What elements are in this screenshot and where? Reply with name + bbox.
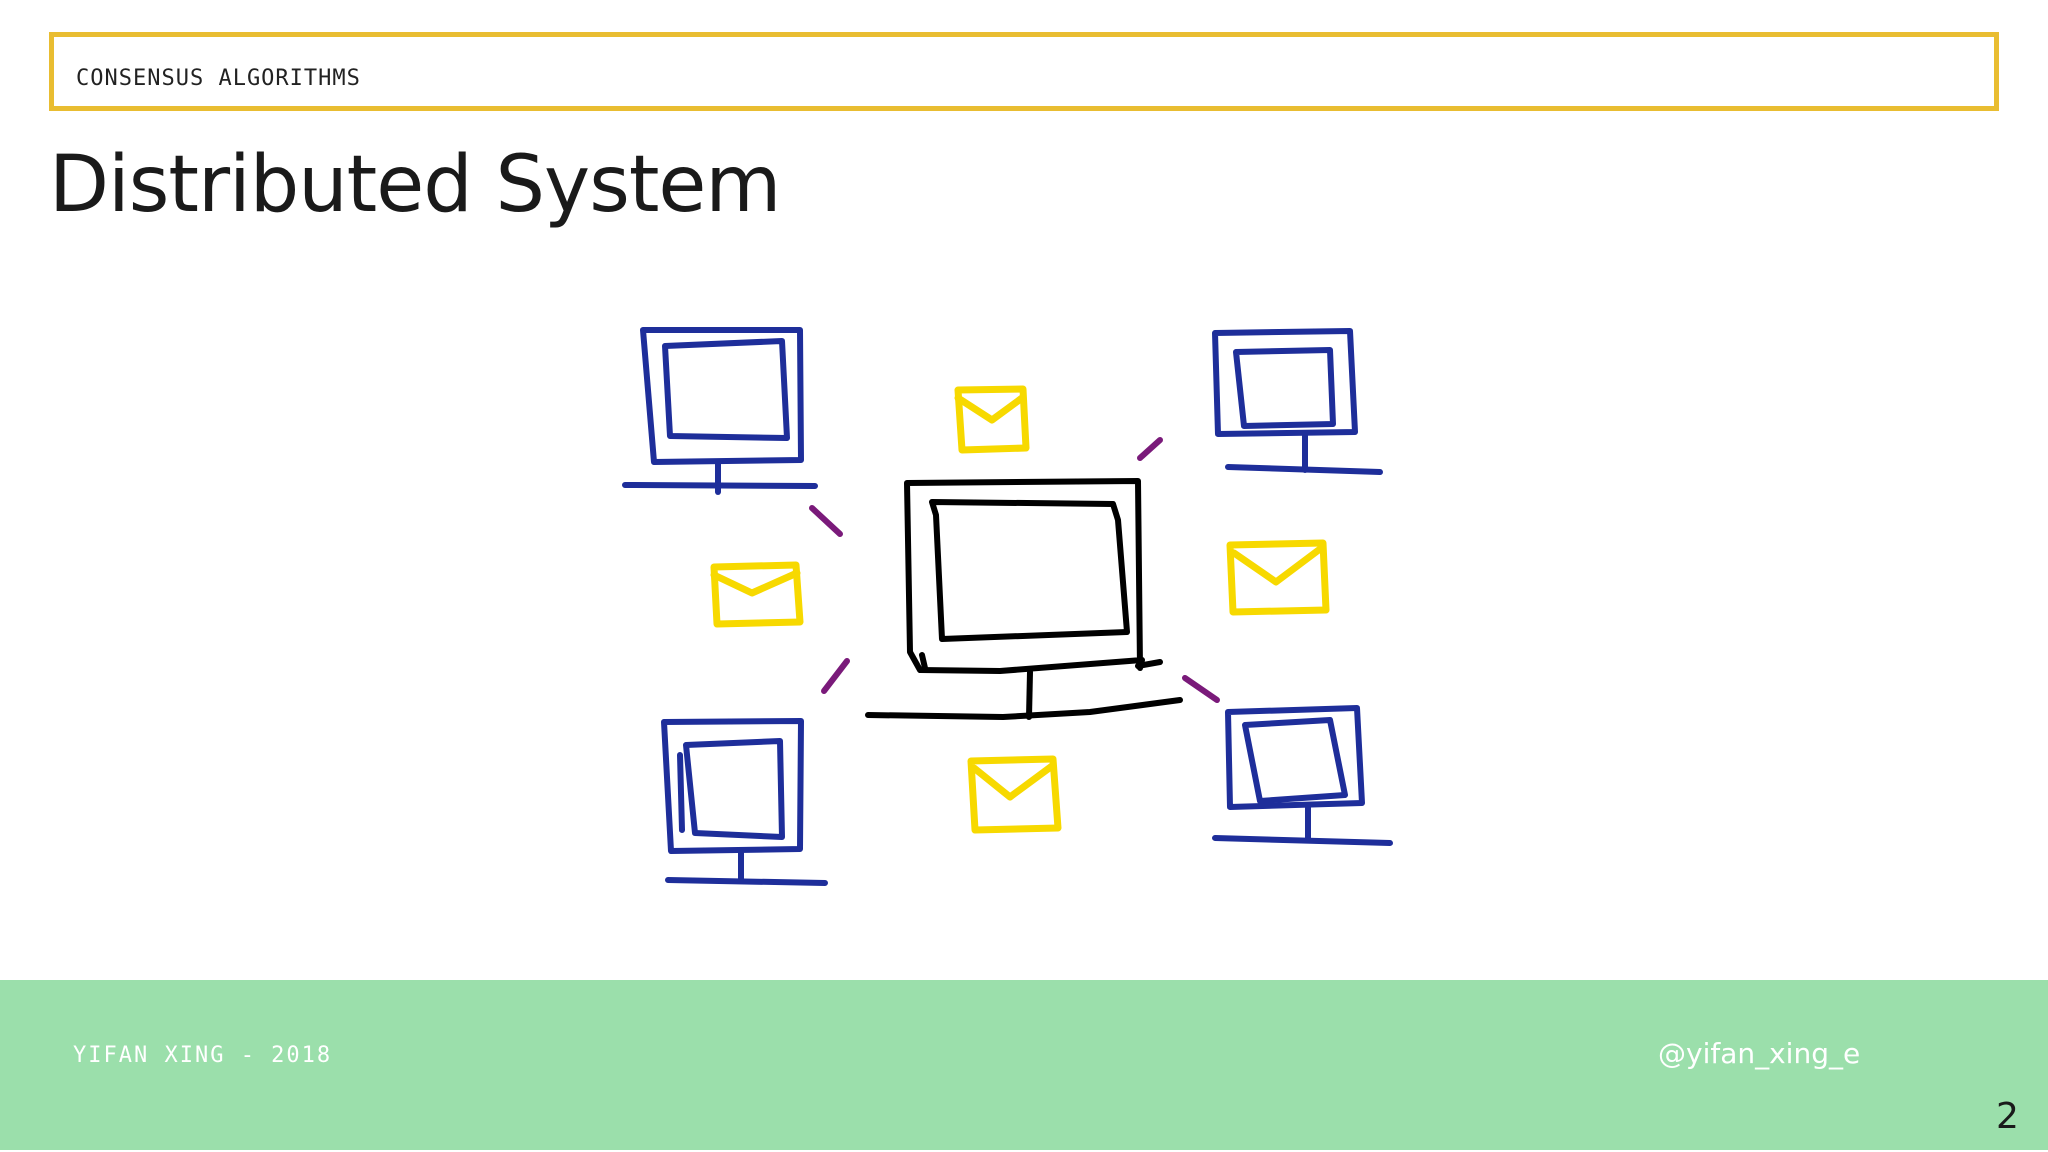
envelope-icon-left (710, 561, 804, 628)
central-computer-icon (865, 478, 1183, 720)
peer-computer-top-right-icon (1212, 328, 1383, 475)
slide-number: 2 (1996, 1096, 2019, 1137)
link-top-right (1137, 437, 1163, 461)
peer-computer-bottom-right-icon (1212, 705, 1393, 846)
link-bottom-left (821, 658, 850, 694)
network-links (809, 437, 1220, 703)
bottom-strip (0, 1150, 2048, 1152)
envelope-icon-bottom (967, 755, 1062, 834)
topic-header-box: CONSENSUS ALGORITHMS (49, 32, 1999, 111)
footer-band (0, 980, 2048, 1152)
link-top-left (809, 505, 843, 537)
footer-handle: @yifan_xing_e (1658, 1037, 1861, 1070)
topic-label: CONSENSUS ALGORITHMS (76, 66, 361, 91)
peer-computer-bottom-left-icon (661, 718, 828, 886)
footer-author: YIFAN XING - 2018 (73, 1043, 333, 1068)
network-diagram (622, 327, 1393, 886)
slide-title: Distributed System (49, 140, 781, 230)
peer-computer-top-left-icon (622, 327, 818, 495)
link-bottom-right (1182, 675, 1220, 703)
envelope-icon-top (954, 385, 1030, 454)
envelope-icon-right (1226, 539, 1330, 616)
